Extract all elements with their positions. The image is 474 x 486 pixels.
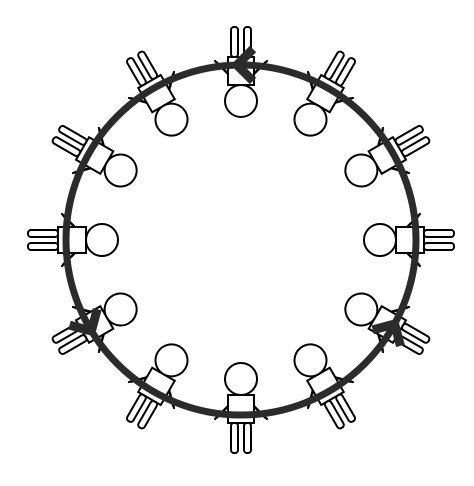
person-figure xyxy=(280,43,370,147)
person-figure xyxy=(335,111,439,201)
person-figure xyxy=(215,363,267,453)
person-figure xyxy=(44,111,148,201)
person-figure xyxy=(112,334,202,438)
person-figure xyxy=(364,214,454,266)
person-figures xyxy=(28,27,454,453)
person-figure xyxy=(280,334,370,438)
person-figure xyxy=(112,43,202,147)
person-figure xyxy=(28,214,118,266)
